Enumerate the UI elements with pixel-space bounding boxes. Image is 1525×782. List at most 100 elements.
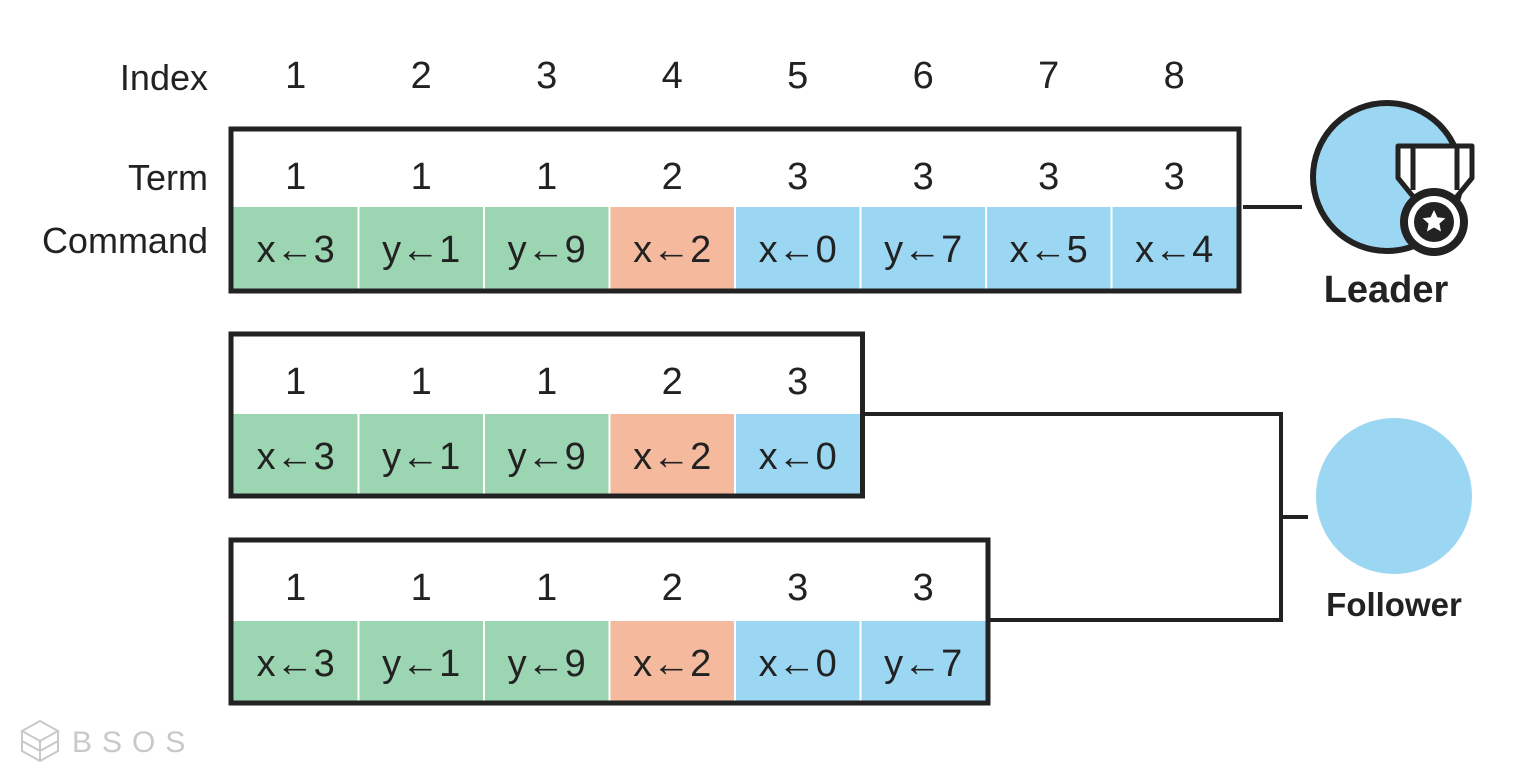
log-entry: 1x←3 — [233, 361, 359, 494]
command-cell-bg — [358, 414, 484, 494]
log-border — [228, 537, 991, 706]
log-entry: 2 x←2 — [609, 156, 735, 289]
command-cell-bg — [358, 207, 484, 289]
command-cell-bg — [233, 621, 359, 701]
command-cell-bg — [860, 621, 986, 701]
log-entry: 3 x←0 — [735, 156, 861, 289]
watermark: BSOS — [19, 719, 195, 763]
log-entry: 1 y←9 — [484, 567, 610, 701]
follower-log-1: 1x←31y←11y←92x←23x←0 — [228, 331, 865, 499]
command-cell-bg — [484, 414, 610, 494]
cube-logo-icon — [19, 719, 61, 763]
command-cell-bg — [358, 621, 484, 701]
index-number: 6 — [913, 55, 934, 97]
log-entry: 1 x←3 — [233, 156, 359, 289]
command-cell-bg — [609, 414, 735, 494]
entry-command: x←0 — [759, 229, 837, 271]
command-cell-bg — [986, 207, 1112, 289]
entry-term: 1 — [285, 156, 306, 198]
entry-command: y←1 — [382, 643, 460, 685]
command-cell-bg — [609, 621, 735, 701]
log-entry: 3 y←7 — [860, 156, 986, 289]
log-border — [228, 126, 1242, 294]
log-entry: 3 x←5 — [986, 156, 1112, 289]
index-number: 1 — [285, 55, 306, 97]
entry-command: y←1 — [382, 436, 460, 478]
command-label: Command — [42, 220, 208, 261]
medal-star-icon — [1395, 143, 1475, 256]
follower-label: Follower — [1326, 586, 1462, 623]
entry-command: y←1 — [382, 229, 460, 271]
entry-term: 3 — [913, 156, 934, 198]
log-entry: 3 x←0 — [735, 361, 861, 494]
leader-log: 1 x←3 1 y←1 1 y←9 2 x←2 3 x←0 3 y←7 3 x←5 3 x←4 — [228, 126, 1242, 294]
entry-term: 2 — [662, 156, 683, 198]
entry-term: 1 — [411, 156, 432, 198]
entry-term: 1 — [285, 361, 306, 403]
command-cell-bg — [233, 414, 359, 494]
entry-command: y←9 — [508, 436, 586, 478]
log-entry: 3 x←0 — [735, 567, 861, 701]
index-number: 2 — [411, 55, 432, 97]
entry-term: 1 — [536, 361, 557, 403]
entry-command: x←2 — [633, 643, 711, 685]
command-cell-bg — [860, 207, 986, 289]
command-cell-bg — [233, 207, 359, 289]
command-cell-bg — [484, 621, 610, 701]
command-cell-bg — [484, 207, 610, 289]
entry-command: y←7 — [884, 643, 962, 685]
entry-command: x←4 — [1135, 229, 1213, 271]
leader-node: Leader — [1310, 100, 1475, 311]
log-entry: 2 x←2 — [609, 361, 735, 494]
entry-command: x←5 — [1010, 229, 1088, 271]
command-cell-bg — [735, 621, 861, 701]
entry-command: x←2 — [633, 229, 711, 271]
entry-command: y←7 — [884, 229, 962, 271]
entry-term: 2 — [662, 361, 683, 403]
index-number: 4 — [662, 55, 683, 97]
log-entry: 1 y←9 — [484, 361, 610, 494]
watermark-text: BSOS — [72, 726, 195, 759]
entry-term: 1 — [285, 567, 306, 609]
entry-term: 3 — [913, 567, 934, 609]
command-cell-bg — [1111, 207, 1237, 289]
follower-circle — [1316, 418, 1472, 574]
entry-command: x←0 — [759, 643, 837, 685]
index-number: 3 — [536, 55, 557, 97]
entry-command: y←9 — [508, 643, 586, 685]
connector-lines — [863, 205, 1308, 622]
command-cell-bg — [735, 414, 861, 494]
log-entry: 1 y←1 — [358, 156, 484, 289]
entry-term: 3 — [787, 361, 808, 403]
entry-term: 1 — [411, 361, 432, 403]
entry-term: 3 — [1164, 156, 1185, 198]
entry-term: 1 — [411, 567, 432, 609]
entry-term: 1 — [536, 567, 557, 609]
entry-command: x←3 — [257, 229, 335, 271]
log-entry: 2 x←2 — [609, 567, 735, 701]
follower-node: Follower — [1316, 418, 1472, 623]
index-number: 7 — [1038, 55, 1059, 97]
command-cell-bg — [735, 207, 861, 289]
entry-command: x←0 — [759, 436, 837, 478]
entry-command: y←9 — [508, 229, 586, 271]
log-entry: 1 y←1 — [358, 361, 484, 494]
log-entry: 3 y←7 — [860, 567, 986, 701]
log-entry: 1 y←1 — [358, 567, 484, 701]
entry-term: 1 — [536, 156, 557, 198]
term-label: Term — [128, 157, 208, 198]
log-border — [228, 331, 865, 499]
entry-term: 2 — [662, 567, 683, 609]
index-number: 8 — [1164, 55, 1185, 97]
follower-log-2: 1x←31y←11y←92x←23x←03y←7 — [228, 537, 991, 706]
command-cell-bg — [609, 207, 735, 289]
entry-term: 3 — [787, 156, 808, 198]
entry-term: 3 — [787, 567, 808, 609]
entry-command: x←2 — [633, 436, 711, 478]
log-entry: 1 y←9 — [484, 156, 610, 289]
leader-label: Leader — [1324, 269, 1449, 311]
log-entry: 3 x←4 — [1111, 156, 1237, 289]
entry-term: 3 — [1038, 156, 1059, 198]
